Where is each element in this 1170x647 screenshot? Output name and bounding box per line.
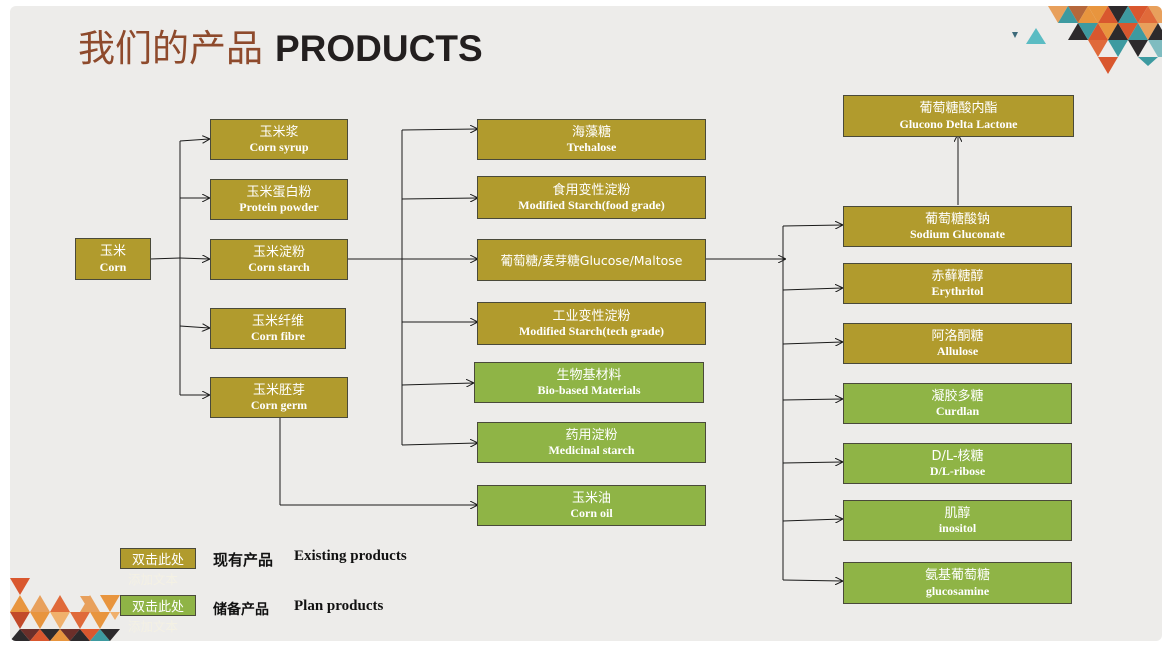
node-erythritol-cn: 赤藓糖醇 bbox=[931, 268, 984, 284]
node-erythritol[interactable]: 赤藓糖醇 Erythritol bbox=[843, 263, 1072, 304]
edge-starch-modified-food bbox=[401, 198, 477, 199]
legend-existing-swatch[interactable]: 双击此处 bbox=[120, 548, 196, 569]
node-corn-oil-cn: 玉米油 bbox=[571, 490, 611, 506]
legend-existing-cn: 现有产品 bbox=[213, 551, 274, 569]
connector-lines bbox=[149, 6, 1162, 641]
node-protein-powder-cn: 玉米蛋白粉 bbox=[246, 184, 312, 200]
node-curdlan-cn: 凝胶多糖 bbox=[931, 388, 984, 404]
node-trehalose[interactable]: 海藻糖 Trehalose bbox=[477, 119, 706, 160]
title-cn: 我们的产品 bbox=[78, 27, 263, 70]
node-corn-syrup-cn: 玉米浆 bbox=[259, 124, 299, 140]
page-title: 我们的产品 PRODUCTS bbox=[78, 18, 483, 70]
node-medicinal-starch-cn: 药用淀粉 bbox=[565, 427, 618, 443]
node-corn[interactable]: 玉米 Corn bbox=[75, 238, 151, 280]
top-right-triangles bbox=[1012, 6, 1162, 74]
edge-glucose-sodium-gluconate bbox=[782, 225, 842, 226]
node-inositol-cn: 肌醇 bbox=[944, 505, 971, 521]
node-corn-cn: 玉米 bbox=[99, 244, 126, 259]
node-modified-tech-cn: 工业变性淀粉 bbox=[552, 308, 631, 324]
node-corn-starch-cn: 玉米淀粉 bbox=[252, 244, 305, 260]
edge-glucose-erythritol bbox=[782, 288, 842, 290]
decorative-triangles bbox=[10, 6, 1162, 641]
edge-corn-corn-syrup bbox=[179, 139, 209, 141]
node-glucosamine[interactable]: 氨基葡萄糖 glucosamine bbox=[843, 562, 1072, 604]
node-corn-starch-en: Corn starch bbox=[248, 260, 310, 275]
node-glucono-lactone-en: Glucono Delta Lactone bbox=[899, 116, 1018, 131]
edge-starch-trehalose bbox=[401, 129, 477, 130]
edge-glucose-glucosamine bbox=[782, 580, 842, 581]
node-corn-syrup[interactable]: 玉米浆 Corn syrup bbox=[210, 119, 348, 160]
legend-plan-cn: 储备产品 bbox=[213, 602, 269, 618]
edge-glucose-allulose bbox=[782, 342, 842, 344]
node-modified-tech[interactable]: 工业变性淀粉 Modified Starch(tech grade) bbox=[477, 302, 706, 345]
node-sodium-gluconate-cn: 葡萄糖酸钠 bbox=[924, 211, 990, 227]
legend-plan-swatch-sub: 添加文本 bbox=[128, 619, 179, 634]
node-glucose-maltose-text: 葡萄糖/麦芽糖Glucose/Maltose bbox=[500, 252, 683, 268]
node-ribose[interactable]: D/L-核糖 D/L-ribose bbox=[843, 443, 1072, 484]
node-corn-fibre-en: Corn fibre bbox=[250, 329, 306, 344]
edge-starch-medicinal bbox=[401, 443, 477, 445]
legend-existing-swatch-sub: 添加文本 bbox=[128, 572, 179, 587]
node-allulose[interactable]: 阿洛酮糖 Allulose bbox=[843, 323, 1072, 364]
node-sodium-gluconate-en: Sodium Gluconate bbox=[909, 227, 1005, 242]
node-bio-materials[interactable]: 生物基材料 Bio-based Materials bbox=[474, 362, 704, 403]
edge-corn-trunk bbox=[149, 257, 181, 260]
edge-starch-bio-materials bbox=[401, 383, 473, 385]
node-corn-en: Corn bbox=[99, 259, 127, 274]
title-en: PRODUCTS bbox=[275, 28, 483, 69]
node-corn-oil-en: Corn oil bbox=[570, 506, 613, 521]
node-medicinal-starch-en: Medicinal starch bbox=[548, 443, 635, 458]
node-inositol-en: inositol bbox=[938, 521, 977, 536]
node-allulose-en: Allulose bbox=[936, 344, 979, 359]
node-ribose-en: D/L-ribose bbox=[929, 464, 986, 479]
node-corn-germ-en: Corn germ bbox=[250, 398, 308, 413]
node-protein-powder[interactable]: 玉米蛋白粉 Protein powder bbox=[210, 179, 348, 220]
node-glucosamine-en: glucosamine bbox=[925, 583, 990, 598]
node-ribose-cn: D/L-核糖 bbox=[931, 448, 984, 464]
node-glucono-lactone[interactable]: 葡萄糖酸内酯 Glucono Delta Lactone bbox=[843, 95, 1074, 137]
node-trehalose-en: Trehalose bbox=[566, 140, 617, 155]
bottom-left-triangles bbox=[10, 578, 120, 641]
edge-glucose-ribose bbox=[782, 462, 842, 463]
node-corn-germ[interactable]: 玉米胚芽 Corn germ bbox=[210, 377, 348, 418]
legend-plan-swatch[interactable]: 双击此处 bbox=[120, 595, 196, 616]
node-inositol[interactable]: 肌醇 inositol bbox=[843, 500, 1072, 541]
legend-existing-swatch-label: 双击此处 bbox=[131, 553, 184, 568]
node-corn-fibre-cn: 玉米纤维 bbox=[251, 313, 304, 329]
slide: 我们的产品 PRODUCTS bbox=[10, 6, 1162, 641]
node-modified-food-en: Modified Starch(food grade) bbox=[518, 198, 665, 213]
node-bio-materials-en: Bio-based Materials bbox=[537, 383, 641, 398]
node-curdlan[interactable]: 凝胶多糖 Curdlan bbox=[843, 383, 1072, 424]
node-allulose-cn: 阿洛酮糖 bbox=[931, 328, 984, 344]
node-sodium-gluconate[interactable]: 葡萄糖酸钠 Sodium Gluconate bbox=[843, 206, 1072, 247]
node-corn-syrup-en: Corn syrup bbox=[249, 140, 309, 155]
node-bio-materials-cn: 生物基材料 bbox=[556, 367, 622, 383]
legend-plan-swatch-label: 双击此处 bbox=[131, 600, 184, 615]
node-corn-starch[interactable]: 玉米淀粉 Corn starch bbox=[210, 239, 348, 280]
legend-plan-en: Plan products bbox=[294, 598, 384, 614]
node-glucose-maltose[interactable]: 葡萄糖/麦芽糖Glucose/Maltose bbox=[477, 239, 706, 281]
node-medicinal-starch[interactable]: 药用淀粉 Medicinal starch bbox=[477, 422, 706, 463]
node-modified-food-cn: 食用变性淀粉 bbox=[552, 182, 631, 198]
node-protein-powder-en: Protein powder bbox=[239, 200, 319, 215]
node-glucono-lactone-cn: 葡萄糖酸内酯 bbox=[919, 101, 998, 116]
node-modified-tech-en: Modified Starch(tech grade) bbox=[518, 324, 665, 339]
edge-glucose-curdlan bbox=[782, 399, 842, 400]
edge-corn-corn-starch bbox=[179, 258, 209, 259]
node-corn-fibre[interactable]: 玉米纤维 Corn fibre bbox=[210, 308, 346, 349]
legend-existing-en: Existing products bbox=[294, 548, 407, 564]
node-corn-oil[interactable]: 玉米油 Corn oil bbox=[477, 485, 706, 526]
edge-glucose-inositol bbox=[782, 519, 842, 521]
node-corn-germ-cn: 玉米胚芽 bbox=[252, 382, 305, 398]
node-trehalose-cn: 海藻糖 bbox=[571, 124, 611, 140]
node-curdlan-en: Curdlan bbox=[935, 404, 980, 419]
edge-corn-corn-fibre bbox=[179, 326, 209, 328]
node-glucosamine-cn: 氨基葡萄糖 bbox=[924, 568, 990, 583]
node-erythritol-en: Erythritol bbox=[931, 284, 984, 299]
node-modified-food[interactable]: 食用变性淀粉 Modified Starch(food grade) bbox=[477, 176, 706, 219]
